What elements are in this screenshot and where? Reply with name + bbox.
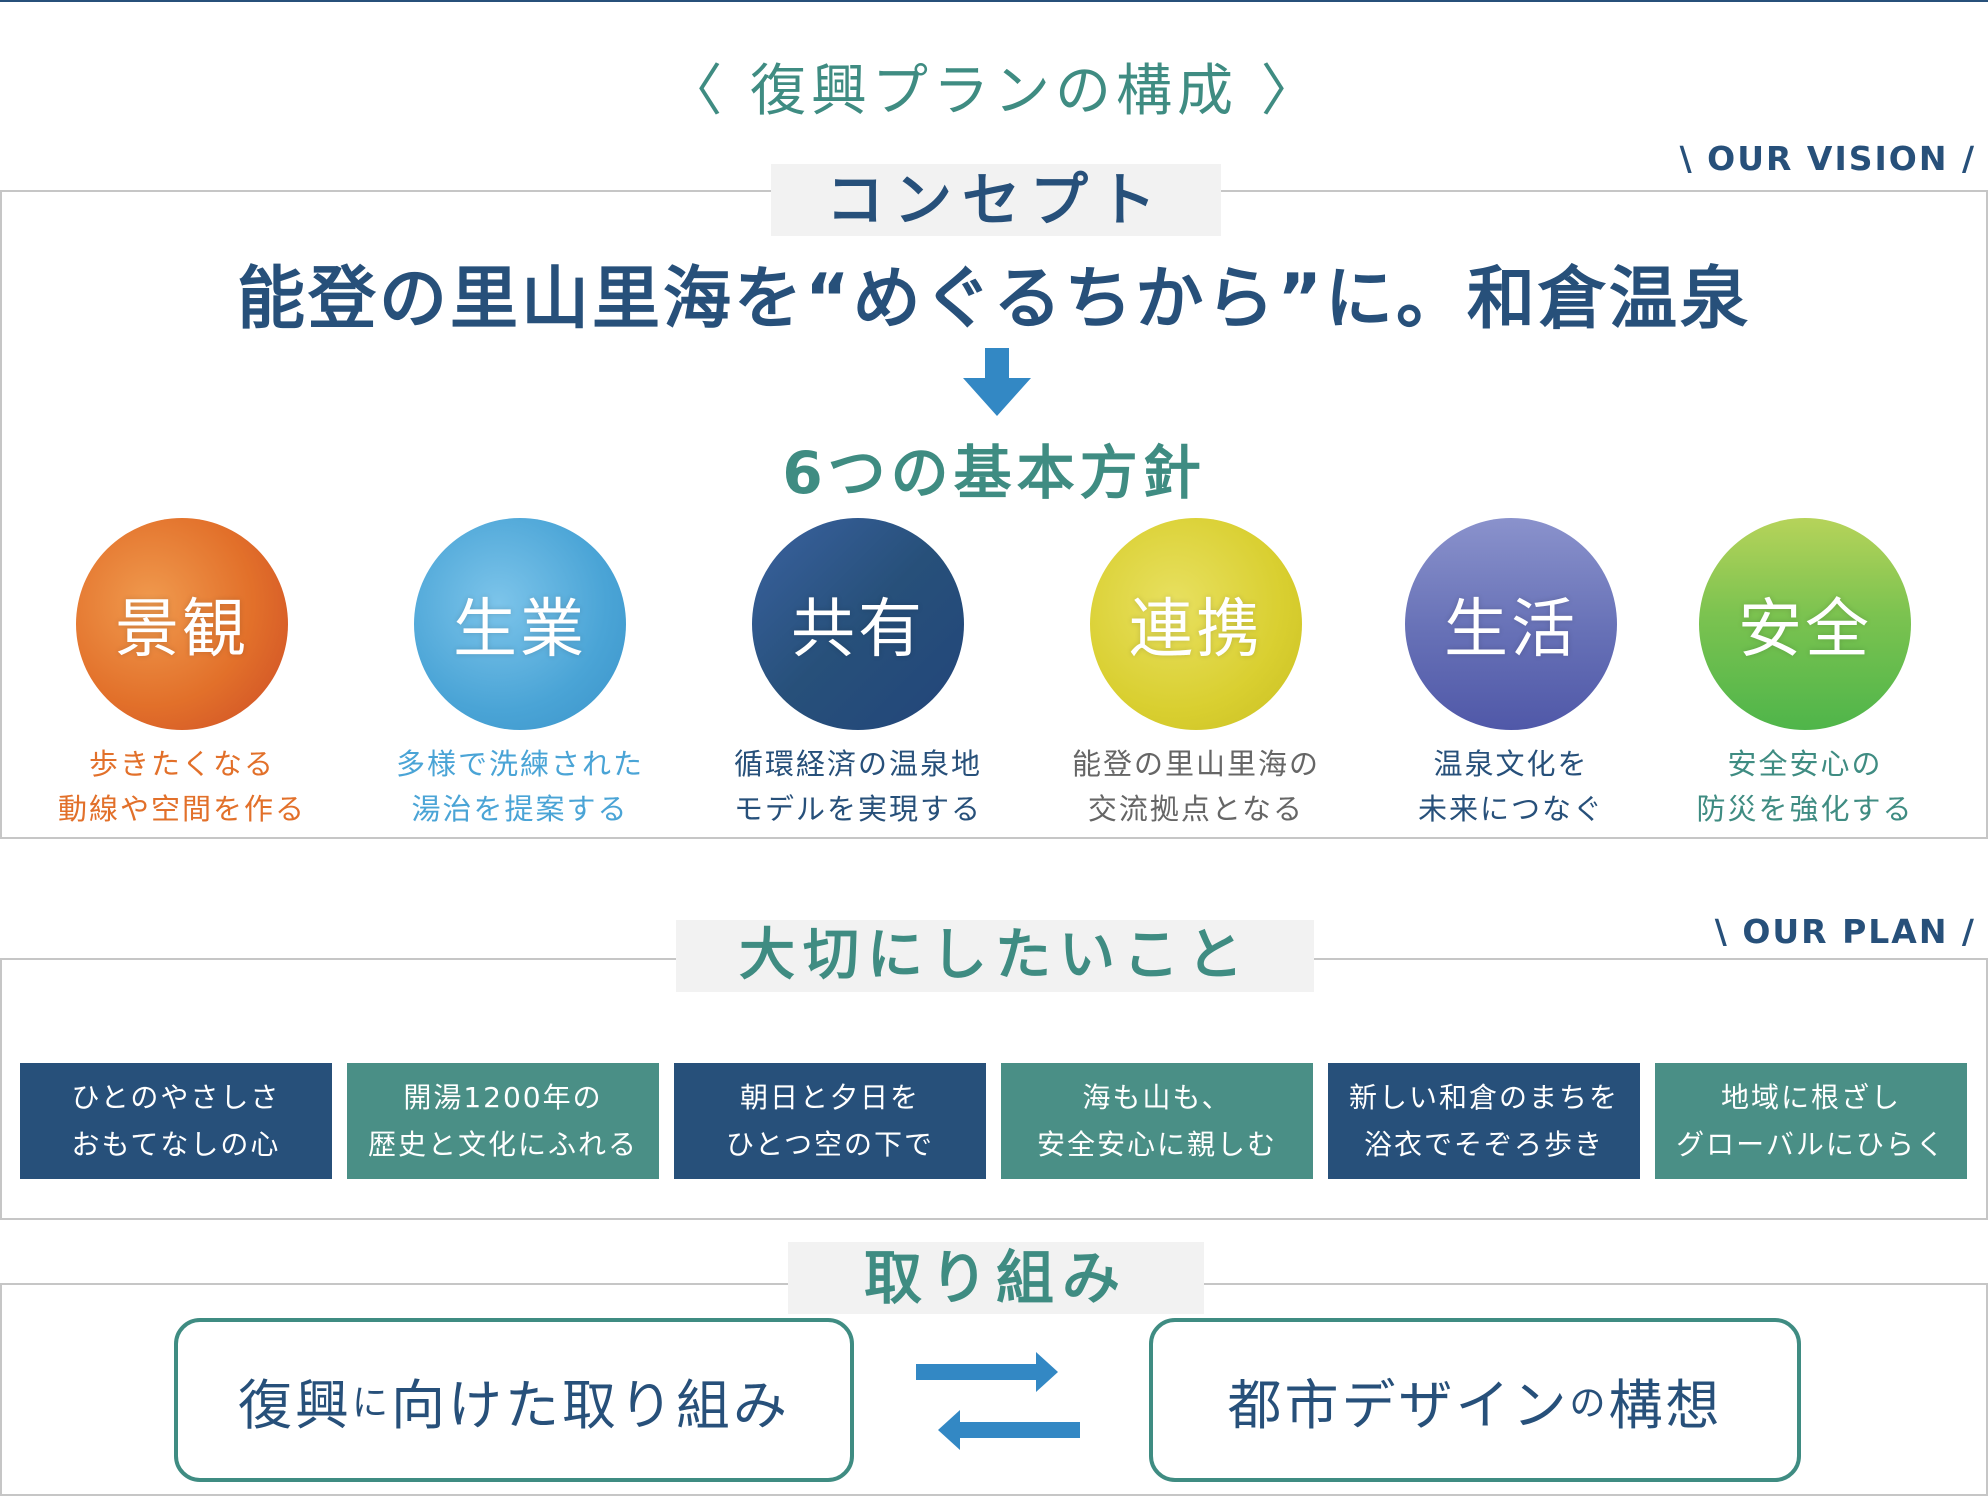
policies-title: 6つの基本方針 — [782, 439, 1206, 507]
plan-item: ひとのやさしさ おもてなしの心 — [20, 1063, 332, 1179]
policy-desc-line: 交流拠点となる — [1087, 792, 1305, 826]
urban-design-concept-box: 都市デザインの構想 — [1149, 1318, 1801, 1482]
policy-desc-line: 防災を強化する — [1696, 792, 1914, 826]
policy-desc-line: 未来につなぐ — [1417, 792, 1604, 826]
policy-circle-living: 生活 — [1405, 518, 1617, 730]
page-title: 〈 復興プランの構成 〉 — [666, 59, 1322, 124]
plan-item: 新しい和倉のまちを 浴衣でそぞろ歩き — [1328, 1063, 1640, 1179]
policy-circle-safety: 安全 — [1699, 518, 1911, 730]
policy-desc-line: 多様で洗練された — [395, 747, 644, 781]
top-rule — [0, 0, 1988, 2]
plan-item-line: 安全安心に親しむ — [1036, 1128, 1277, 1161]
plan-item: 朝日と夕日を ひとつ空の下で — [674, 1063, 986, 1179]
policy-item-cooperation: 連携 能登の里山里海の 交流拠点となる — [1026, 518, 1366, 832]
policy-circle-landscape: 景観 — [76, 518, 288, 730]
policy-description: 温泉文化を 未来につなぐ — [1341, 742, 1681, 832]
action-text: 復興 — [237, 1373, 352, 1437]
policy-name: 景観 — [115, 593, 249, 667]
policy-desc-line: モデルを実現する — [733, 792, 982, 826]
action-text: 構想 — [1608, 1373, 1723, 1437]
plan-item: 海も山も、 安全安心に親しむ — [1001, 1063, 1313, 1179]
plan-item-line: ひとのやさしさ — [71, 1081, 281, 1114]
action-text-small: に — [351, 1383, 391, 1424]
policy-name: 生業 — [453, 593, 587, 667]
actions-label: 取り組み — [788, 1242, 1204, 1314]
policy-description: 循環経済の温泉地 モデルを実現する — [688, 742, 1028, 832]
plan-item-line: 浴衣でそぞろ歩き — [1363, 1128, 1604, 1161]
plan-item-line: 新しい和倉のまちを — [1348, 1081, 1619, 1114]
policy-name: 安全 — [1738, 593, 1872, 667]
policy-desc-line: 湯治を提案する — [411, 792, 629, 826]
policy-circle-sharing: 共有 — [752, 518, 964, 730]
policy-desc-line: 能登の里山里海の — [1071, 747, 1320, 781]
plan-label: 大切にしたいこと — [676, 920, 1314, 992]
policy-desc-line: 歩きたくなる — [88, 747, 275, 781]
plan-item-line: 歴史と文化にふれる — [367, 1128, 638, 1161]
action-text: 都市デザイン — [1227, 1373, 1570, 1437]
plan-item-line: 朝日と夕日を — [739, 1081, 920, 1114]
policy-description: 安全安心の 防災を強化する — [1635, 742, 1975, 832]
recovery-efforts-box: 復興に向けた取り組み — [174, 1318, 854, 1482]
policy-desc-line: 動線や空間を作る — [57, 792, 306, 826]
arrow-down-icon — [963, 348, 1031, 416]
policy-desc-line: 循環経済の温泉地 — [733, 747, 982, 781]
policy-name: 生活 — [1444, 593, 1578, 667]
policy-circle-livelihood: 生業 — [414, 518, 626, 730]
our-plan-tag: \ OUR PLAN / — [1714, 912, 1976, 951]
concept-statement: 能登の里山里海を“めぐるちから”に。和倉温泉 — [236, 260, 1752, 339]
policy-desc-line: 温泉文化を — [1433, 747, 1589, 781]
plan-item: 開湯1200年の 歴史と文化にふれる — [347, 1063, 659, 1179]
policy-description: 歩きたくなる 動線や空間を作る — [12, 742, 352, 832]
policy-item-livelihood: 生業 多様で洗練された 湯治を提案する — [350, 518, 690, 832]
action-text: 向けた取り組み — [391, 1373, 790, 1437]
policy-description: 能登の里山里海の 交流拠点となる — [1026, 742, 1366, 832]
plan-item-line: 海も山も、 — [1082, 1081, 1232, 1114]
policy-item-landscape: 景観 歩きたくなる 動線や空間を作る — [12, 518, 352, 832]
policy-item-living: 生活 温泉文化を 未来につなぐ — [1341, 518, 1681, 832]
plan-item-line: 開湯1200年の — [403, 1081, 603, 1114]
policy-name: 連携 — [1129, 593, 1263, 667]
our-vision-tag: \ OUR VISION / — [1679, 139, 1976, 178]
action-text-small: の — [1569, 1383, 1609, 1424]
plan-item-line: ひとつ空の下で — [725, 1128, 935, 1161]
policy-item-safety: 安全 安全安心の 防災を強化する — [1635, 518, 1975, 832]
policy-item-sharing: 共有 循環経済の温泉地 モデルを実現する — [688, 518, 1028, 832]
policy-name: 共有 — [791, 593, 925, 667]
plan-item-line: グローバルにひらく — [1676, 1128, 1946, 1161]
plan-item-line: 地域に根ざし — [1720, 1081, 1901, 1114]
plan-item: 地域に根ざし グローバルにひらく — [1655, 1063, 1967, 1179]
concept-label: コンセプト — [771, 164, 1221, 236]
exchange-arrows-icon — [916, 1352, 1080, 1450]
policy-description: 多様で洗練された 湯治を提案する — [350, 742, 690, 832]
plan-item-line: おもてなしの心 — [71, 1128, 281, 1161]
policy-circle-cooperation: 連携 — [1090, 518, 1302, 730]
policy-desc-line: 安全安心の — [1727, 747, 1883, 781]
